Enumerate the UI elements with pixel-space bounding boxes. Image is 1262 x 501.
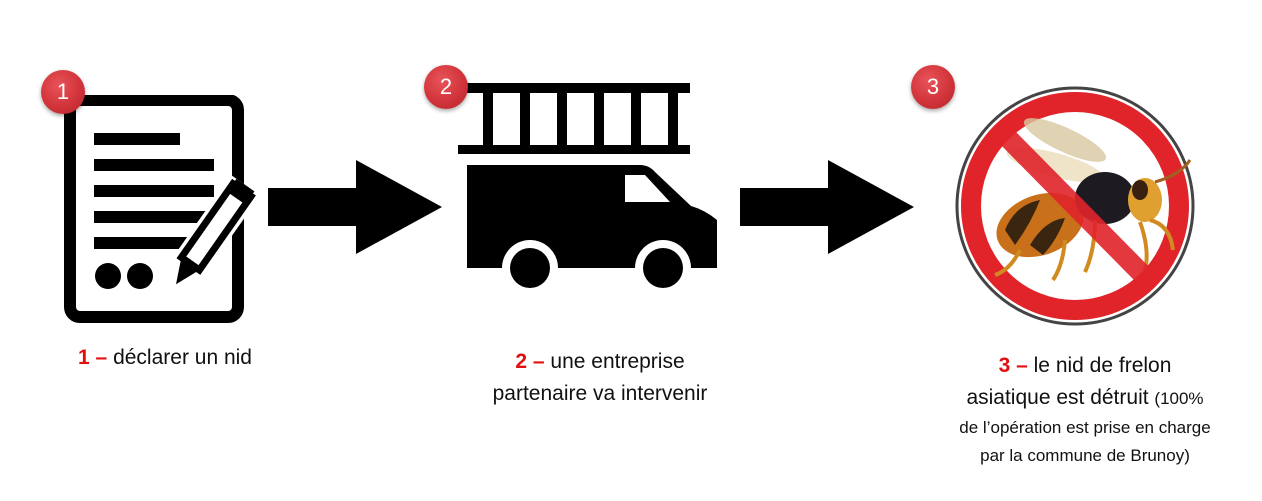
step-2-number: 2 – xyxy=(515,350,545,373)
step-3-note-line2: de l’opération est prise en charge xyxy=(959,418,1211,437)
step-1-text: déclarer un nid xyxy=(113,346,252,369)
step-3-text-line1: le nid de frelon xyxy=(1033,354,1172,377)
step-2-text-line1: une entreprise xyxy=(550,350,685,373)
arrow-right-icon xyxy=(268,160,448,260)
step-2-caption: 2 – une entreprise partenaire va interve… xyxy=(440,346,760,410)
step-3-text-line2: asiatique est détruit xyxy=(966,386,1149,409)
step-1-badge: 1 xyxy=(41,70,85,114)
no-hornet-icon xyxy=(945,80,1205,330)
step-3-caption: 3 – le nid de frelon asiatique est détru… xyxy=(920,350,1250,470)
step-3-note-line1: (100% xyxy=(1154,389,1204,408)
ladder-truck-icon xyxy=(455,80,725,296)
step-3-badge: 3 xyxy=(911,65,955,109)
step-1-number: 1 – xyxy=(78,346,108,369)
document-pen-icon xyxy=(60,94,290,325)
step-2-text-line2: partenaire va intervenir xyxy=(492,382,708,405)
step-3-number: 3 – xyxy=(998,354,1028,377)
step-1-caption: 1 – déclarer un nid xyxy=(40,342,290,374)
step-2-badge: 2 xyxy=(424,65,468,109)
arrow-right-icon xyxy=(740,160,920,260)
step-3-note-line3: par la commune de Brunoy) xyxy=(980,446,1190,465)
